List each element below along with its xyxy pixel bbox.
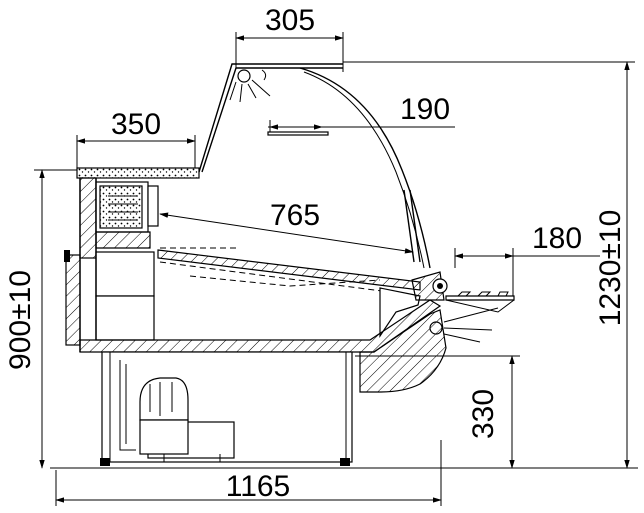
base-compartment: [101, 351, 353, 463]
dimension-1165-label: 1165: [226, 470, 291, 503]
body-outline: [79, 178, 445, 353]
dimension-1165: 1165: [55, 440, 442, 506]
dimension-180: 180: [454, 222, 600, 300]
dimension-350-label: 350: [111, 108, 161, 141]
dimension-900-label: 900±10: [4, 270, 37, 370]
dimension-900: 900±10: [4, 169, 80, 469]
dimension-1230: 1230±10: [343, 61, 635, 469]
dimension-1230-label: 1230±10: [594, 210, 627, 327]
worktop: [76, 167, 200, 179]
dimension-190-label: 190: [400, 93, 450, 126]
dimension-190: 190: [268, 93, 455, 134]
dimension-765: 765: [159, 199, 414, 254]
dimension-305: 305: [235, 4, 344, 72]
dimension-305-label: 305: [265, 4, 315, 37]
feet: [100, 458, 350, 466]
dimension-330-label: 330: [467, 389, 500, 439]
dimension-765-label: 765: [270, 199, 320, 232]
dimension-330: 330: [355, 355, 520, 469]
rear-housing: [79, 177, 159, 259]
front-serving-shelf: [445, 291, 515, 313]
dimension-350: 350: [76, 108, 196, 168]
upper-shelf: [267, 131, 329, 136]
rear-door: [64, 250, 155, 346]
front-panel: [359, 278, 499, 393]
dimension-180-label: 180: [532, 222, 582, 255]
